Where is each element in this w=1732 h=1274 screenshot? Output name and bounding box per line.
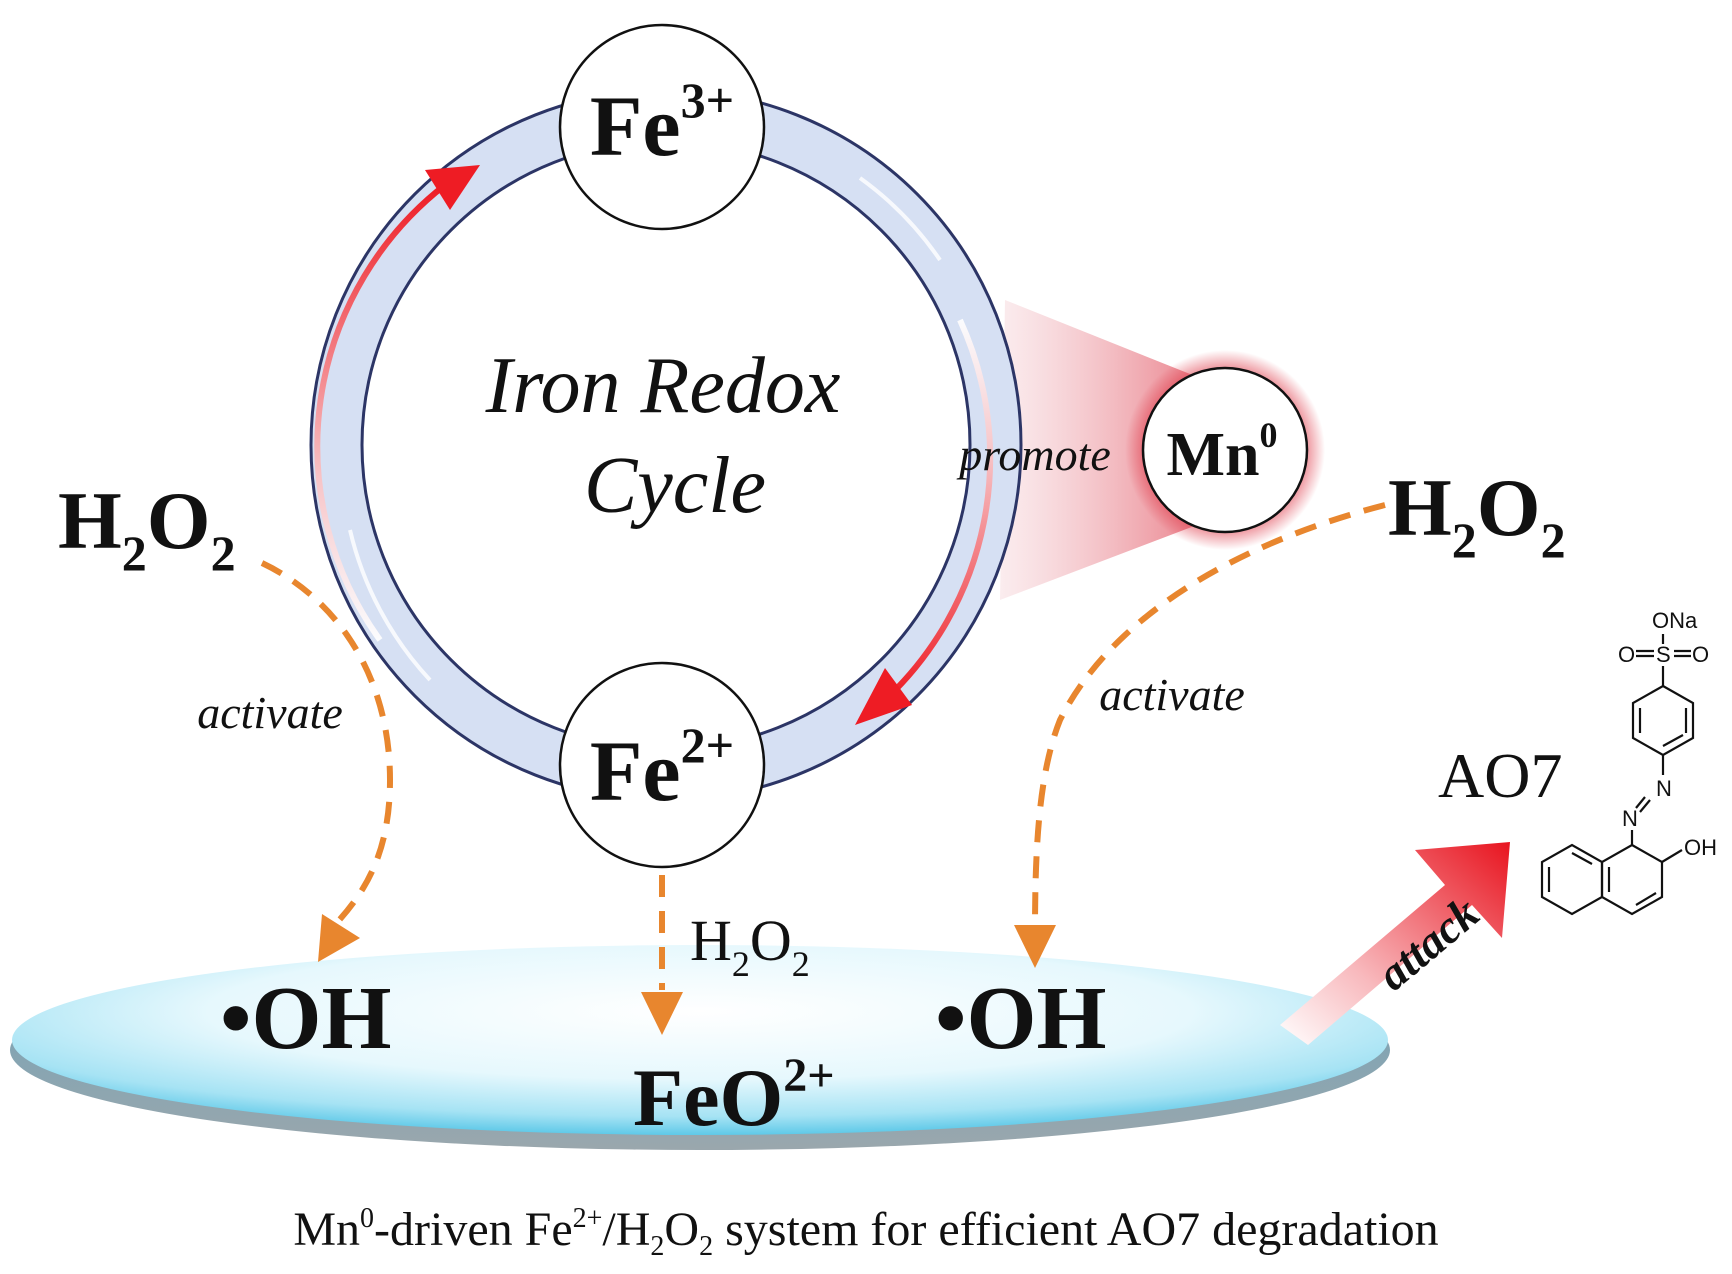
caption: Mn0-driven Fe2+/H2O2 system for efficien… <box>293 1203 1438 1262</box>
right-h2o2: H2O2 <box>1388 462 1566 568</box>
cycle-title-line1: Iron Redox <box>485 342 841 430</box>
mn-base: Mn <box>1167 421 1260 489</box>
attack-arrow: attack <box>1280 842 1510 1045</box>
left-h2o2: H2O2 <box>58 475 236 581</box>
fe3-node: Fe3+ <box>558 23 766 231</box>
svg-text:O: O <box>1692 642 1709 667</box>
promote-label: promote <box>956 429 1111 480</box>
mn0-node: Mn0 <box>1125 350 1325 550</box>
svg-text:ONa: ONa <box>1652 608 1698 633</box>
right-activate-label: activate <box>1099 669 1245 720</box>
fe2-sup: 2+ <box>681 717 735 773</box>
feo2-product: FeO2+ <box>633 1049 835 1143</box>
promote-cone <box>1000 300 1210 600</box>
middle-h2o2: H2O2 <box>690 908 810 984</box>
ao7-label: AO7 <box>1438 740 1562 811</box>
svg-text:Fe2+: Fe2+ <box>590 717 734 819</box>
left-activate-label: activate <box>197 687 343 738</box>
fe2-node: Fe2+ <box>558 661 766 869</box>
oh-radical-right: •OH <box>935 969 1107 1068</box>
svg-text:Fe3+: Fe3+ <box>590 72 734 174</box>
cycle-title-line2: Cycle <box>584 442 766 530</box>
right-activate-arrow <box>1014 502 1386 968</box>
mn-sup: 0 <box>1260 415 1278 455</box>
reaction-disk <box>10 945 1390 1150</box>
svg-text:OH: OH <box>1684 835 1717 860</box>
red-arrow-downward <box>855 318 994 725</box>
svg-text:N: N <box>1656 776 1672 801</box>
oh-radical-left: •OH <box>220 969 392 1068</box>
svg-text:Mn0: Mn0 <box>1167 415 1278 489</box>
ao7-structure: ONa O S O N N OH <box>1540 608 1717 916</box>
svg-text:N: N <box>1622 806 1638 831</box>
fe3-sup: 3+ <box>681 72 735 128</box>
fe2-base: Fe <box>590 723 681 819</box>
svg-text:O: O <box>1618 642 1635 667</box>
left-activate-arrow <box>260 560 394 962</box>
iron-redox-ring <box>309 88 1023 802</box>
fe3-base: Fe <box>590 78 681 174</box>
red-arrow-upward <box>314 165 480 642</box>
svg-text:S: S <box>1656 642 1671 667</box>
middle-arrow <box>641 875 683 1035</box>
